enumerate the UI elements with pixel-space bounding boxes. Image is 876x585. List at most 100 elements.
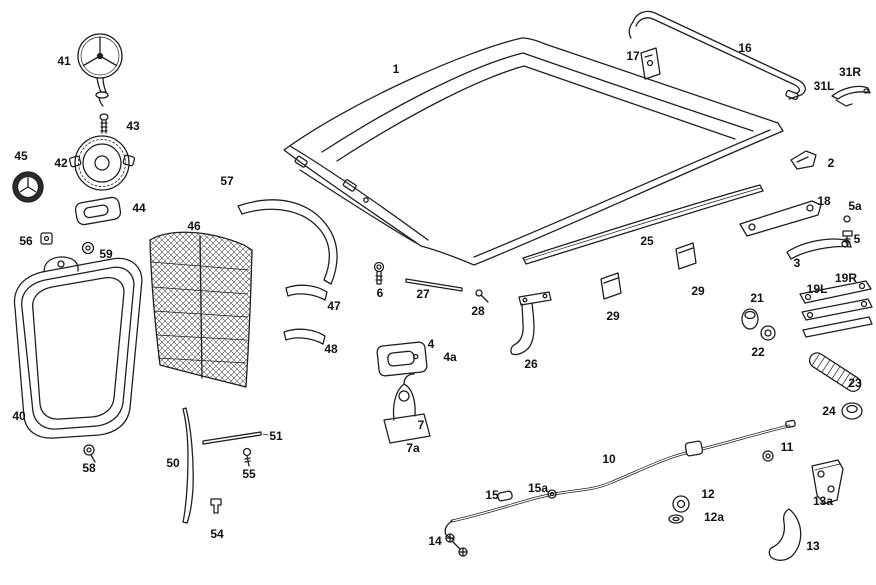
part-bolt-6 — [373, 261, 385, 285]
part-rod-51 — [202, 431, 269, 445]
part-handle-13 — [768, 508, 802, 561]
part-knob-21 — [741, 308, 759, 330]
part-label-19R-23: 19R — [834, 271, 858, 285]
part-release-cable-10 — [444, 419, 796, 541]
part-label-48-44: 48 — [324, 342, 338, 356]
part-clip-29b — [675, 242, 697, 270]
part-fitting-15 — [497, 490, 513, 502]
part-strip-48 — [283, 328, 326, 345]
part-emblem-45 — [12, 171, 44, 203]
part-bracket-13a — [811, 459, 844, 505]
part-trim-strip-50 — [182, 407, 194, 524]
part-label-4-3: 4 — [427, 337, 435, 351]
part-molding-25 — [522, 184, 764, 265]
part-strip-47 — [285, 284, 328, 301]
part-label-59-52: 59 — [99, 247, 113, 261]
part-label-17-20: 17 — [626, 49, 640, 63]
part-label-27-30: 27 — [416, 287, 430, 301]
part-label-56-49: 56 — [19, 234, 33, 248]
part-label-31L-34: 31L — [813, 79, 835, 93]
part-hinge-arm-18 — [739, 200, 822, 237]
part-label-22-25: 22 — [751, 345, 765, 359]
part-label-16-19: 16 — [738, 41, 752, 55]
part-label-2-1: 2 — [827, 156, 835, 170]
part-radiator-cap-42 — [68, 135, 136, 191]
part-clip-15a — [547, 489, 557, 499]
part-ring-11 — [762, 450, 774, 462]
part-clip-29a — [600, 272, 622, 300]
part-rivet-58 — [83, 444, 96, 463]
part-hood-panel — [283, 37, 784, 266]
part-lever-3 — [786, 238, 852, 260]
part-label-46-42: 46 — [187, 219, 201, 233]
part-label-6-7: 6 — [376, 286, 384, 300]
part-label-23-26: 23 — [848, 376, 862, 390]
part-label-42-38: 42 — [54, 156, 68, 170]
part-label-12a-13: 12a — [703, 510, 725, 524]
part-clip-54 — [210, 498, 222, 514]
part-label-11-11: 11 — [780, 440, 794, 454]
part-label-31R-35: 31R — [838, 65, 862, 79]
part-label-15-17: 15 — [485, 488, 499, 502]
part-label-57-50: 57 — [220, 174, 234, 188]
part-label-5-5: 5 — [853, 232, 861, 246]
part-label-55-48: 55 — [242, 467, 256, 481]
part-hinge-rod — [628, 10, 806, 101]
part-star-emblem-41 — [77, 33, 123, 107]
part-washer-22 — [760, 325, 776, 341]
part-grille-insert-46 — [149, 231, 253, 388]
part-label-21-24: 21 — [750, 291, 764, 305]
part-label-24-27: 24 — [822, 404, 836, 418]
part-latch-7 — [383, 373, 431, 444]
part-bracket-17 — [640, 47, 661, 80]
part-grommet-12 — [668, 495, 690, 524]
part-corner-strip-57 — [237, 199, 338, 285]
part-label-5a-6: 5a — [848, 199, 862, 213]
part-label-50-45: 50 — [166, 456, 180, 470]
part-screws-14 — [445, 533, 468, 557]
part-label-29-33: 29 — [691, 284, 705, 298]
part-label-43-39: 43 — [126, 119, 140, 133]
part-label-15a-18: 15a — [527, 481, 549, 495]
part-grommet-24 — [841, 402, 863, 420]
part-rod-27 — [405, 278, 463, 292]
part-grille-shell-40 — [13, 256, 143, 439]
part-label-44-40: 44 — [132, 201, 146, 215]
part-safety-hook-26 — [510, 291, 552, 356]
part-label-10-10: 10 — [602, 452, 616, 466]
part-screw-28 — [475, 289, 489, 303]
part-label-51-46: 51 — [269, 429, 283, 443]
part-label-41-37: 41 — [57, 54, 71, 68]
part-lever-31 — [831, 85, 871, 107]
part-label-28-31: 28 — [471, 304, 485, 318]
part-label-54-47: 54 — [210, 527, 224, 541]
part-label-12-12: 12 — [701, 487, 715, 501]
part-label-13-14: 13 — [806, 539, 820, 553]
part-label-4a-4: 4a — [443, 350, 457, 364]
part-label-29-32: 29 — [606, 309, 620, 323]
part-label-3-2: 3 — [793, 256, 801, 270]
part-label-1-0: 1 — [392, 62, 400, 76]
part-spring-23 — [808, 352, 862, 392]
part-hinge-straps-19 — [799, 280, 873, 338]
part-label-25-28: 25 — [640, 234, 654, 248]
part-washer-59 — [81, 241, 95, 255]
part-nut-56 — [40, 232, 53, 245]
part-label-40-36: 40 — [12, 409, 26, 423]
part-clip-2 — [790, 150, 817, 170]
part-label-26-29: 26 — [524, 357, 538, 371]
part-lock-plate-4 — [376, 341, 428, 377]
part-label-7a-9: 7a — [406, 441, 420, 455]
part-label-58-51: 58 — [82, 461, 96, 475]
part-bolt-43 — [99, 113, 109, 134]
part-label-18-21: 18 — [817, 194, 831, 208]
part-label-13a-15: 13a — [812, 494, 834, 508]
part-screw-55 — [242, 447, 252, 467]
part-label-19L-22: 19L — [806, 282, 828, 296]
part-label-7-8: 7 — [417, 418, 425, 432]
part-plate-44 — [74, 196, 122, 226]
part-label-47-43: 47 — [327, 299, 341, 313]
part-label-14-16: 14 — [428, 534, 442, 548]
